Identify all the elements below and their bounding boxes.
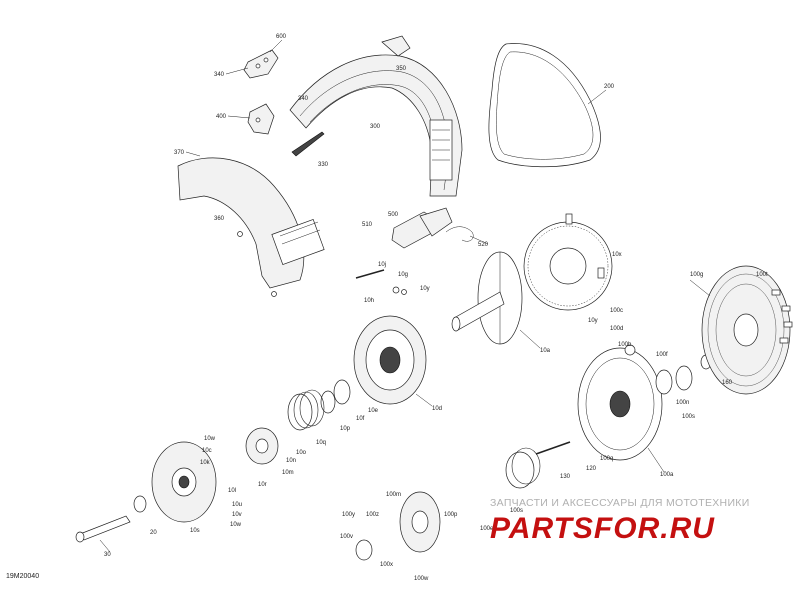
label-520: 520 (478, 242, 489, 248)
label-330: 330 (318, 162, 329, 168)
ring-100n-100s (655, 354, 712, 395)
label-20: 20 (150, 530, 157, 536)
label-10y: 10y (420, 286, 430, 292)
label-10l: 10l (228, 488, 236, 494)
part-labels: 600 340 400 340 350 300 330 200 370 360 … (104, 34, 768, 582)
disc-100g (701, 265, 791, 395)
latch-500 (391, 207, 453, 249)
bolt-130 (535, 441, 571, 455)
label-10m: 10m (282, 470, 294, 476)
washer-10g (392, 286, 400, 294)
label-10w2: 10w (230, 522, 242, 528)
sheave-100m (399, 491, 441, 553)
nut-100b (624, 344, 636, 356)
label-200: 200 (604, 84, 615, 90)
label-370: 370 (174, 150, 185, 156)
label-100w: 100w (414, 576, 429, 582)
label-100t: 100t (756, 272, 768, 278)
watermark-tagline: ЗАПЧАСТИ И АКСЕССУАРЫ ДЛЯ МОТОТЕХНИКИ (490, 497, 750, 509)
label-100g: 100g (690, 272, 703, 278)
label-100a: 100a (660, 472, 674, 478)
watermark-brand: PARTSFOR.RU (490, 512, 715, 545)
fixed-sheave-10a (451, 251, 523, 345)
label-10r: 10r (258, 482, 267, 488)
label-340b: 340 (298, 96, 309, 102)
label-10o: 10o (296, 450, 307, 456)
label-100d: 100d (610, 326, 623, 332)
label-100q: 100q (600, 456, 613, 462)
bolts-100t (771, 289, 793, 344)
inner-guard-360 (177, 157, 325, 297)
leader-lines (99, 39, 711, 553)
strip-330 (291, 131, 325, 157)
label-510: 510 (362, 222, 373, 228)
label-10w: 10w (204, 436, 216, 442)
spring-520 (445, 226, 474, 242)
label-100f: 100f (656, 352, 668, 358)
diagram-code: 19M20040 (6, 573, 39, 580)
screw-10j (355, 269, 385, 279)
washer-20 (133, 495, 147, 513)
label-10e: 10e (368, 408, 379, 414)
label-100c: 100c (610, 308, 623, 314)
label-100n: 100n (676, 400, 689, 406)
label-10s: 10s (190, 528, 200, 534)
washers-10e-10f (320, 379, 351, 414)
bolt-30 (75, 515, 131, 543)
trigger-wheel-10y (523, 221, 613, 311)
label-100s2: 100s (510, 508, 523, 514)
label-360: 360 (214, 216, 225, 222)
label-160: 160 (722, 380, 733, 386)
label-10k: 10k (200, 460, 211, 466)
drive-belt-200 (488, 43, 601, 168)
label-400: 400 (216, 114, 227, 120)
spring-10p (287, 389, 325, 431)
movable-sheave-10d (353, 315, 427, 405)
label-100y: 100y (342, 512, 355, 518)
label-500: 500 (388, 212, 399, 218)
label-10f: 10f (356, 416, 365, 422)
label-10p: 10p (340, 426, 351, 432)
label-100e: 100e (480, 526, 494, 532)
label-10g: 10g (398, 272, 408, 278)
label-100z: 100z (366, 512, 379, 518)
label-100s: 100s (682, 414, 695, 420)
label-130: 130 (560, 474, 571, 480)
bracket-600 (243, 49, 279, 79)
label-100v: 100v (340, 534, 353, 540)
label-10j: 10j (378, 262, 386, 268)
label-10n: 10n (286, 458, 296, 464)
label-120: 120 (586, 466, 597, 472)
label-100b: 100b (618, 342, 632, 348)
bolts-10x (565, 213, 605, 279)
cover-10s (151, 441, 217, 523)
nut-100x (355, 539, 373, 561)
spring-120 (505, 447, 541, 489)
spider-10m (245, 427, 279, 465)
label-10v: 10v (232, 512, 242, 518)
label-340: 340 (214, 72, 225, 78)
label-10q: 10q (316, 440, 326, 446)
label-350: 350 (396, 66, 407, 72)
label-300: 300 (370, 124, 381, 130)
label-10y2: 10y (588, 318, 598, 324)
label-10a: 10a (540, 348, 551, 354)
label-10d: 10d (432, 406, 442, 412)
label-10h: 10h (364, 298, 374, 304)
label-100p: 100p (444, 512, 458, 518)
label-10c: 10c (202, 448, 212, 454)
label-100m: 100m (386, 492, 401, 498)
driven-fixed-half-100a (577, 347, 663, 461)
spring-10y (401, 289, 407, 295)
belt-guard-300 (289, 35, 463, 197)
label-10u: 10u (232, 502, 242, 508)
label-10x: 10x (612, 252, 622, 258)
bracket-400 (247, 103, 275, 135)
label-100x: 100x (380, 562, 393, 568)
label-600: 600 (276, 34, 287, 40)
label-30: 30 (104, 552, 111, 558)
